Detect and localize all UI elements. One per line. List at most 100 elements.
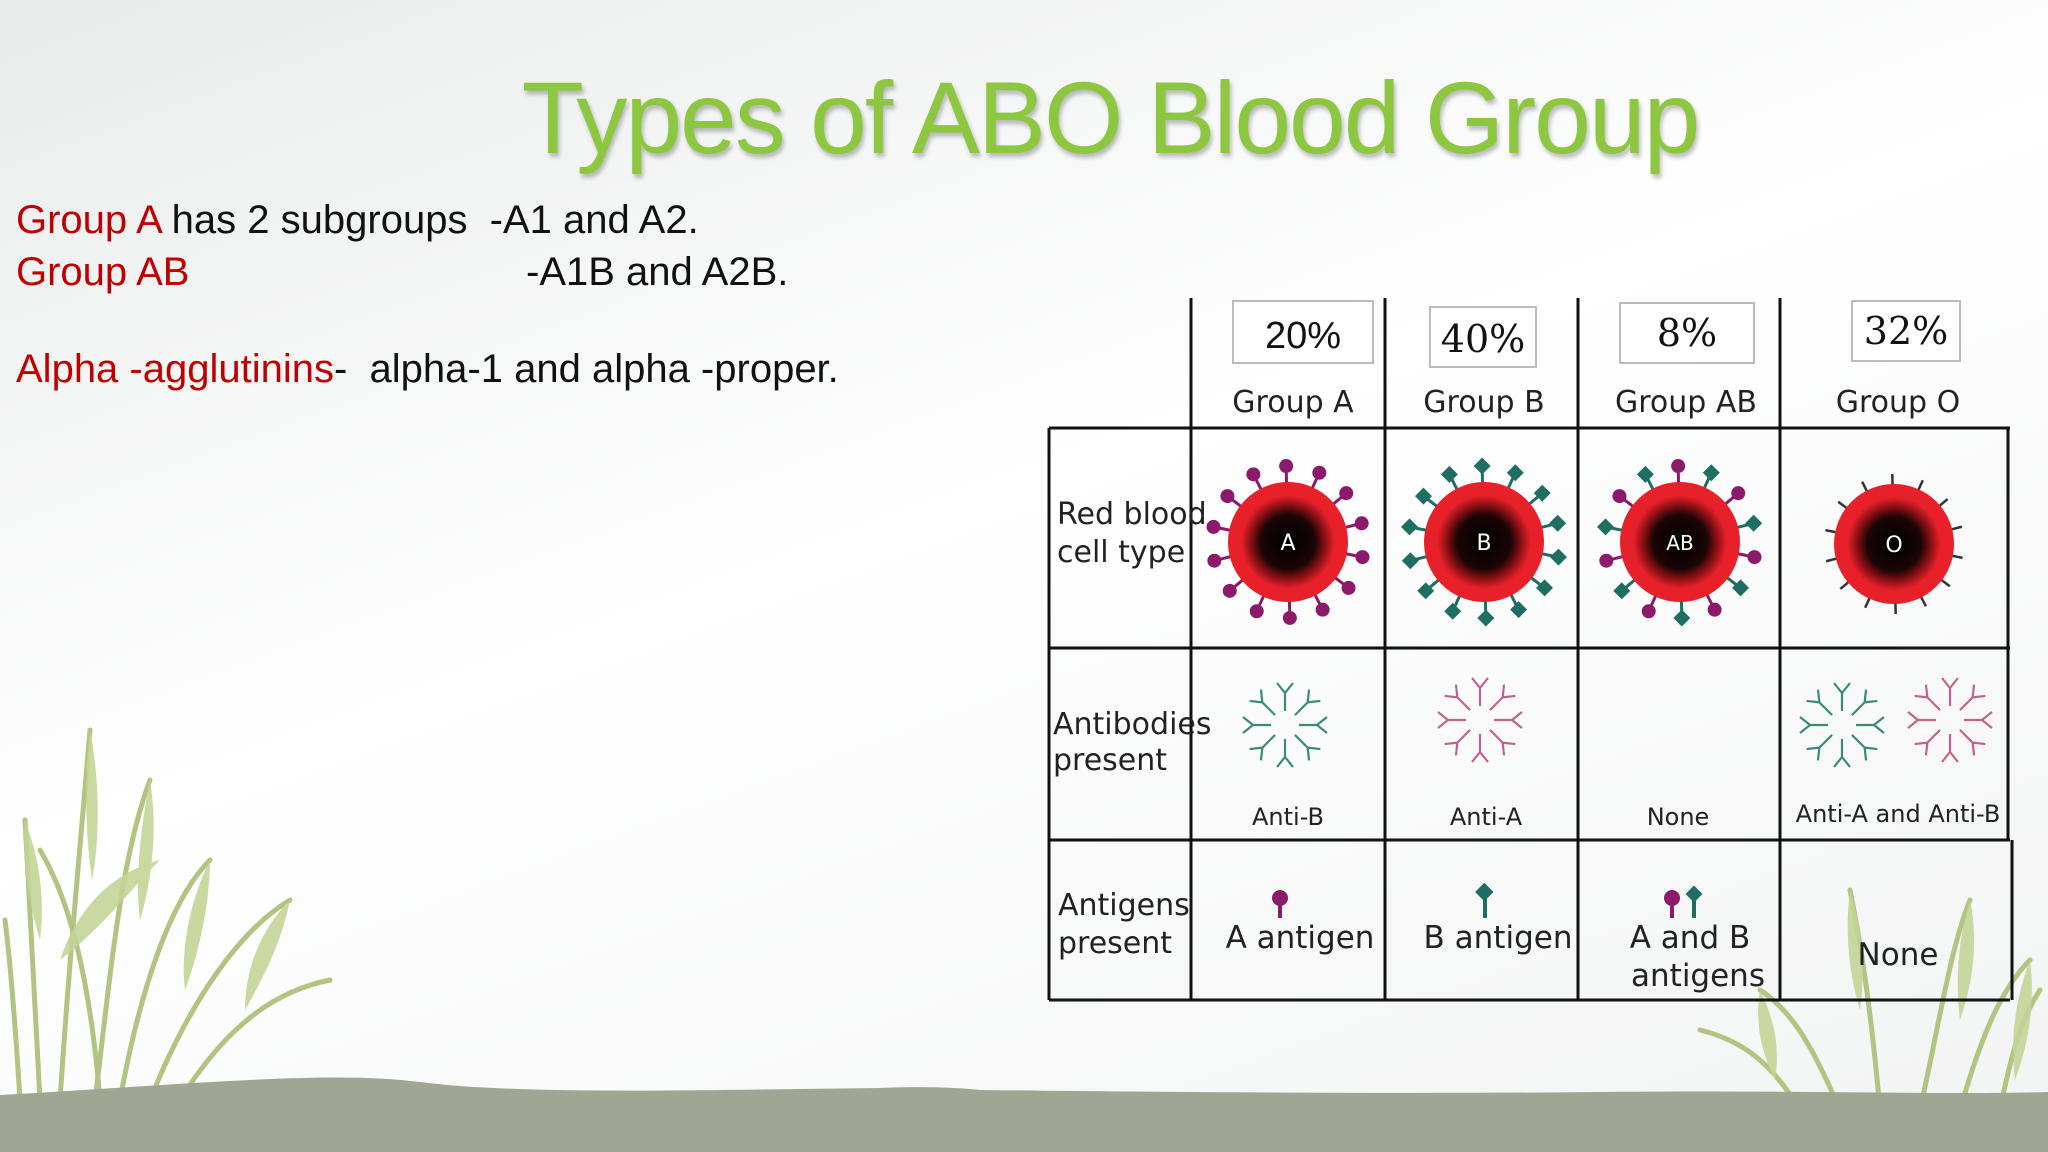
group-a-subgroups-line: Group A has 2 subgroups -A1 and A2. (16, 198, 699, 243)
a-antigen-head (1355, 550, 1370, 565)
antigens-group-b: B antigen (1424, 920, 1573, 956)
antigens-group-a: A antigen (1226, 920, 1375, 956)
b-antigen-head (1636, 465, 1654, 483)
b-antigen-head (1597, 518, 1615, 536)
ground-hills (0, 1077, 2048, 1152)
grass-left-decoration (2, 727, 333, 1103)
a-antigen-head (1282, 610, 1297, 625)
alpha-agglutinins-text: - alpha-1 and alpha -proper. (334, 347, 839, 391)
red-blood-cell-body (1228, 482, 1348, 602)
anti-a-antibody-icon (1437, 677, 1523, 763)
a-antigen-head (1341, 580, 1356, 595)
cell-letter: A (1280, 531, 1295, 556)
a-antigen-head (1246, 467, 1261, 482)
a-antigen-head (1747, 550, 1762, 565)
red-blood-cell-b: B (1401, 457, 1567, 627)
a-antigen-head (1315, 602, 1330, 617)
percent-group-a: 20% (1265, 315, 1341, 357)
slide-title: Types of ABO Blood Group (521, 61, 1701, 175)
grass-leaves-left (24, 730, 290, 1010)
antibodies-group-a: Anti-B (1252, 803, 1324, 831)
b-antigen-head (1477, 609, 1495, 627)
antigens-group-ab-1: A and B (1630, 920, 1751, 956)
b-antigen-head (1473, 457, 1491, 475)
a-antigen-head (1220, 489, 1235, 504)
a-antigen-head (1206, 519, 1221, 534)
b-antigen-head (1549, 514, 1567, 532)
row-label-antibodies-1: Antibodies (1053, 707, 1212, 742)
percent-group-o: 32% (1864, 309, 1948, 353)
alpha-agglutinins-line: Alpha -agglutinins- alpha-1 and alpha -p… (16, 347, 839, 392)
row-label-antigens-1: Antigens (1058, 888, 1190, 923)
antigens-group-o: None (1858, 937, 1939, 973)
header-group-ab: Group AB (1615, 385, 1757, 420)
grass-leaves-right (1758, 890, 2032, 1080)
header-group-a: Group A (1232, 385, 1354, 420)
cell-letter: B (1476, 531, 1491, 556)
b-antigen-head (1440, 465, 1458, 483)
a-antigen-head (1671, 459, 1686, 474)
a-antigen-head (1222, 583, 1237, 598)
group-ab-subgroups-text: -A1B and A2B. (526, 250, 789, 294)
antibodies-group-ab: None (1647, 803, 1710, 831)
anti-b-antibody-icon (1242, 682, 1328, 768)
anti-b-antibody-icon (1799, 682, 1885, 768)
b-antigen-head (1506, 464, 1524, 482)
antigen-markers (1272, 882, 1703, 918)
red-blood-cell-ab: AB (1597, 459, 1763, 627)
b-antigen-head (1745, 514, 1763, 532)
b-antigen-head (1510, 601, 1528, 619)
red-blood-cell-body (1424, 482, 1544, 602)
a-antigen-head (1279, 459, 1294, 474)
row-label-rbc-2: cell type (1057, 535, 1185, 570)
percent-box-b (1429, 306, 1537, 368)
percent-box-o (1851, 300, 1961, 362)
cell-letter: O (1885, 533, 1902, 558)
a-antigen-head (1707, 602, 1722, 617)
row-label-antigens-2: present (1058, 926, 1172, 961)
red-blood-cell-o: O (1825, 473, 1963, 615)
cell-letter: AB (1666, 531, 1693, 555)
percent-box-ab (1619, 302, 1755, 364)
group-a-subgroups-text: has 2 subgroups -A1 and A2. (160, 198, 699, 242)
b-antigen-head (1549, 548, 1567, 566)
a-antigen-head (1312, 465, 1327, 480)
b-antigen-head (1444, 602, 1462, 620)
antibody-icons (1242, 677, 1993, 768)
b-antigen-head (1401, 552, 1419, 570)
a-antigen-icon (1664, 890, 1680, 918)
b-antigen-head (1673, 609, 1691, 627)
b-antigen-head (1732, 579, 1750, 597)
b-antigen-head (1702, 464, 1720, 482)
b-antigen-head (1613, 582, 1631, 600)
red-blood-cell-a: A (1206, 459, 1370, 625)
b-antigen-icon (1475, 882, 1494, 918)
a-antigen-head (1354, 516, 1369, 531)
antigens-group-ab-2: antigens (1631, 958, 1765, 994)
group-ab-subgroups-line: Group AB -A1B and A2B. (16, 250, 788, 295)
percent-group-b: 40% (1441, 317, 1525, 361)
percent-box-a (1232, 300, 1374, 364)
a-antigen-icon (1272, 890, 1288, 918)
a-antigen-head (1599, 553, 1614, 568)
percent-group-ab: 8% (1657, 311, 1717, 355)
antibodies-group-o: Anti-A and Anti-B (1796, 800, 2001, 828)
a-antigen-head (1612, 489, 1627, 504)
group-a-label: Group A (16, 198, 161, 242)
red-blood-cell-body (1620, 482, 1740, 602)
row-label-antibodies-2: present (1053, 743, 1167, 778)
a-antigen-head (1207, 553, 1222, 568)
a-antigen-head (1249, 604, 1264, 619)
group-ab-label: Group AB (16, 250, 190, 294)
a-antigen-head (1339, 486, 1354, 501)
header-group-o: Group O (1836, 385, 1960, 420)
percent-boxes (1232, 300, 1961, 368)
b-antigen-head (1536, 579, 1554, 597)
b-antigen-head (1401, 518, 1419, 536)
antibodies-group-b: Anti-A (1450, 803, 1523, 831)
a-antigen-head (1731, 486, 1746, 501)
row-label-rbc-1: Red blood (1057, 497, 1207, 532)
table-grid (1047, 298, 2014, 1002)
